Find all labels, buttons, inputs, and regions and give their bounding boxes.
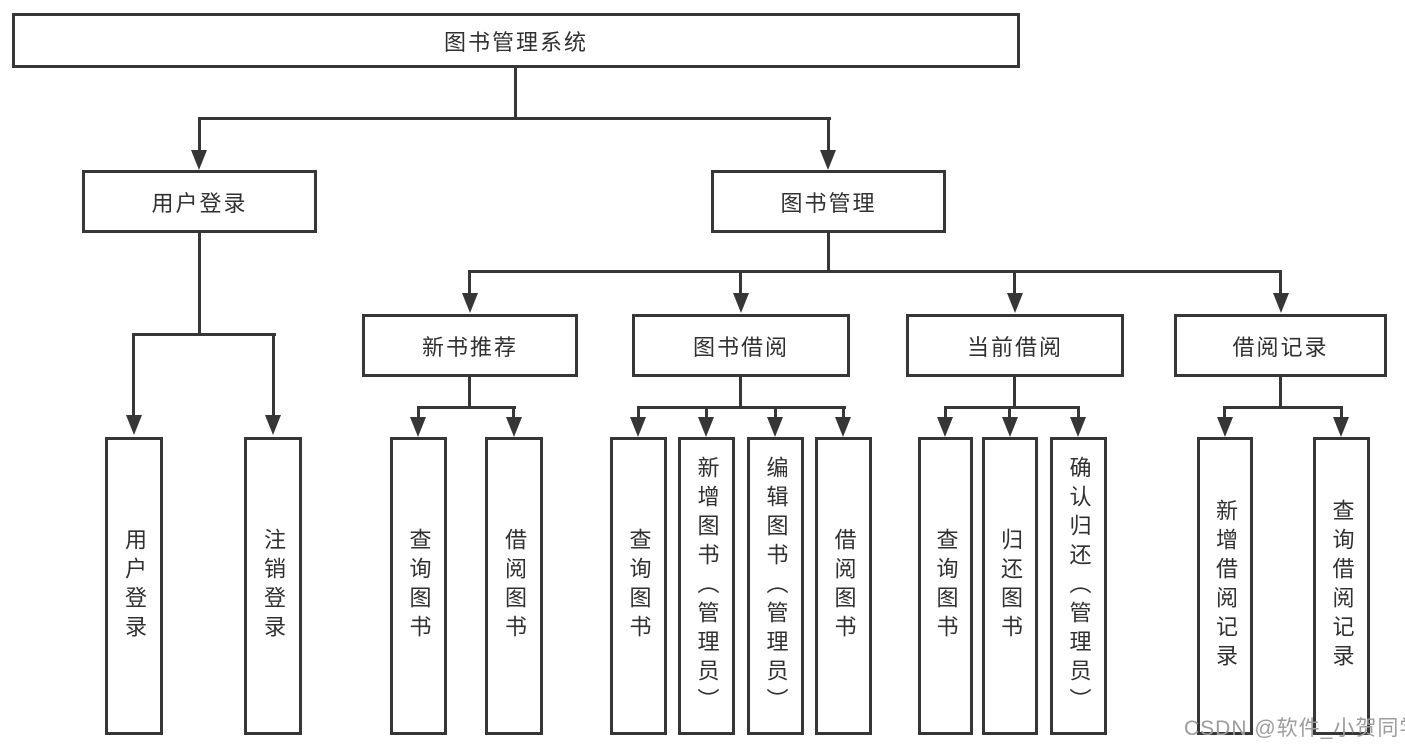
connector-line (514, 68, 517, 120)
leaf-query-books-recommend: 查询图书 (390, 437, 447, 735)
node-label: 新书推荐 (421, 334, 518, 360)
node-label: 图书管理系统 (443, 29, 588, 55)
connector-line (827, 117, 830, 153)
connector-line (1279, 377, 1282, 408)
connector-line (417, 406, 516, 409)
leaf-label: 借阅图书 (502, 528, 527, 644)
connector-line (132, 333, 135, 417)
connector-line (1279, 270, 1282, 296)
connector-line (842, 406, 845, 420)
leaf-borrow-books-recommend: 借阅图书 (485, 437, 543, 735)
connector-line (512, 406, 515, 420)
connector-line (637, 406, 846, 409)
node-label: 图书管理 (780, 190, 877, 216)
leaf-label: 用户登录 (122, 528, 147, 644)
leaf-query-borrow-record: 查询借阅记录 (1313, 437, 1370, 735)
leaf-label: 归还图书 (998, 528, 1023, 644)
connector-line (468, 270, 471, 296)
connector-line (705, 406, 708, 420)
leaf-confirm-return-admin: 确认归还（管理员） (1050, 437, 1107, 735)
connector-line (1013, 377, 1016, 408)
connector-line (739, 377, 742, 408)
leaf-label: 新增借阅记录 (1213, 499, 1238, 673)
arrow-down-icon (835, 417, 851, 437)
connector-line (132, 333, 276, 336)
connector-line (944, 406, 1080, 409)
node-book-management: 图书管理 (711, 170, 946, 233)
node-user-login: 用户登录 (82, 170, 317, 233)
arrow-down-icon (1217, 417, 1233, 437)
leaf-add-books-admin: 新增图书（管理员） (678, 437, 735, 735)
leaf-label: 新增图书（管理员） (694, 455, 720, 717)
leaf-label: 查询图书 (626, 528, 652, 644)
arrow-down-icon (937, 417, 953, 437)
node-borrowing-records: 借阅记录 (1174, 314, 1387, 377)
connector-line (198, 233, 201, 336)
leaf-return-books: 归还图书 (982, 437, 1038, 735)
arrow-down-icon (1007, 293, 1023, 313)
arrow-down-icon (191, 150, 207, 170)
leaf-borrow-books: 借阅图书 (815, 437, 872, 735)
leaf-label: 编辑图书（管理员） (763, 455, 789, 717)
connector-line (198, 117, 831, 120)
leaf-query-books-borrowing: 查询图书 (610, 437, 667, 735)
connector-line (468, 270, 1282, 273)
connector-line (468, 377, 471, 408)
connector-line (1223, 406, 1226, 420)
connector-line (827, 233, 830, 273)
leaf-label: 借阅图书 (831, 528, 857, 644)
arrow-down-icon (1002, 417, 1018, 437)
arrow-down-icon (1070, 417, 1086, 437)
leaf-edit-books-admin: 编辑图书（管理员） (747, 437, 804, 735)
node-new-book-recommendation: 新书推荐 (362, 314, 578, 377)
leaf-label: 查询图书 (406, 528, 432, 644)
node-label: 当前借阅 (966, 334, 1063, 360)
connector-line (739, 270, 742, 296)
connector-line (1223, 406, 1343, 409)
arrow-down-icon (506, 417, 522, 437)
arrow-down-icon (126, 415, 142, 435)
connector-line (198, 117, 201, 153)
leaf-query-books-current: 查询图书 (918, 437, 973, 735)
arrow-down-icon (1333, 417, 1349, 437)
arrow-down-icon (698, 417, 714, 437)
connector-line (1077, 406, 1080, 420)
connector-line (774, 406, 777, 420)
connector-line (1008, 406, 1011, 420)
connector-line (417, 406, 420, 420)
node-book-borrowing: 图书借阅 (632, 314, 850, 377)
connector-line (637, 406, 640, 420)
csdn-watermark: CSDN @软件_小贺同学 (1184, 717, 1405, 740)
leaf-label: 确认归还（管理员） (1066, 455, 1092, 717)
arrow-down-icon (410, 417, 426, 437)
leaf-add-borrow-record: 新增借阅记录 (1197, 437, 1253, 735)
node-label: 图书借阅 (692, 334, 789, 360)
arrow-down-icon (1273, 293, 1289, 313)
arrow-down-icon (462, 293, 478, 313)
connector-line (272, 333, 275, 417)
leaf-label: 查询借阅记录 (1329, 499, 1355, 673)
connector-line (1340, 406, 1343, 420)
connector-line (944, 406, 947, 420)
leaf-user-login: 用户登录 (105, 437, 163, 735)
node-root-library-management-system: 图书管理系统 (12, 13, 1020, 68)
node-current-borrowing: 当前借阅 (906, 314, 1124, 377)
leaf-label: 注销登录 (261, 528, 286, 644)
leaf-logout: 注销登录 (244, 437, 302, 735)
arrow-down-icon (265, 415, 281, 435)
arrow-down-icon (630, 417, 646, 437)
arrow-down-icon (767, 417, 783, 437)
arrow-down-icon (820, 150, 836, 170)
arrow-down-icon (733, 293, 749, 313)
node-label: 用户登录 (151, 190, 248, 216)
leaf-label: 查询图书 (933, 528, 959, 644)
node-label: 借阅记录 (1232, 334, 1329, 360)
connector-line (1013, 270, 1016, 296)
